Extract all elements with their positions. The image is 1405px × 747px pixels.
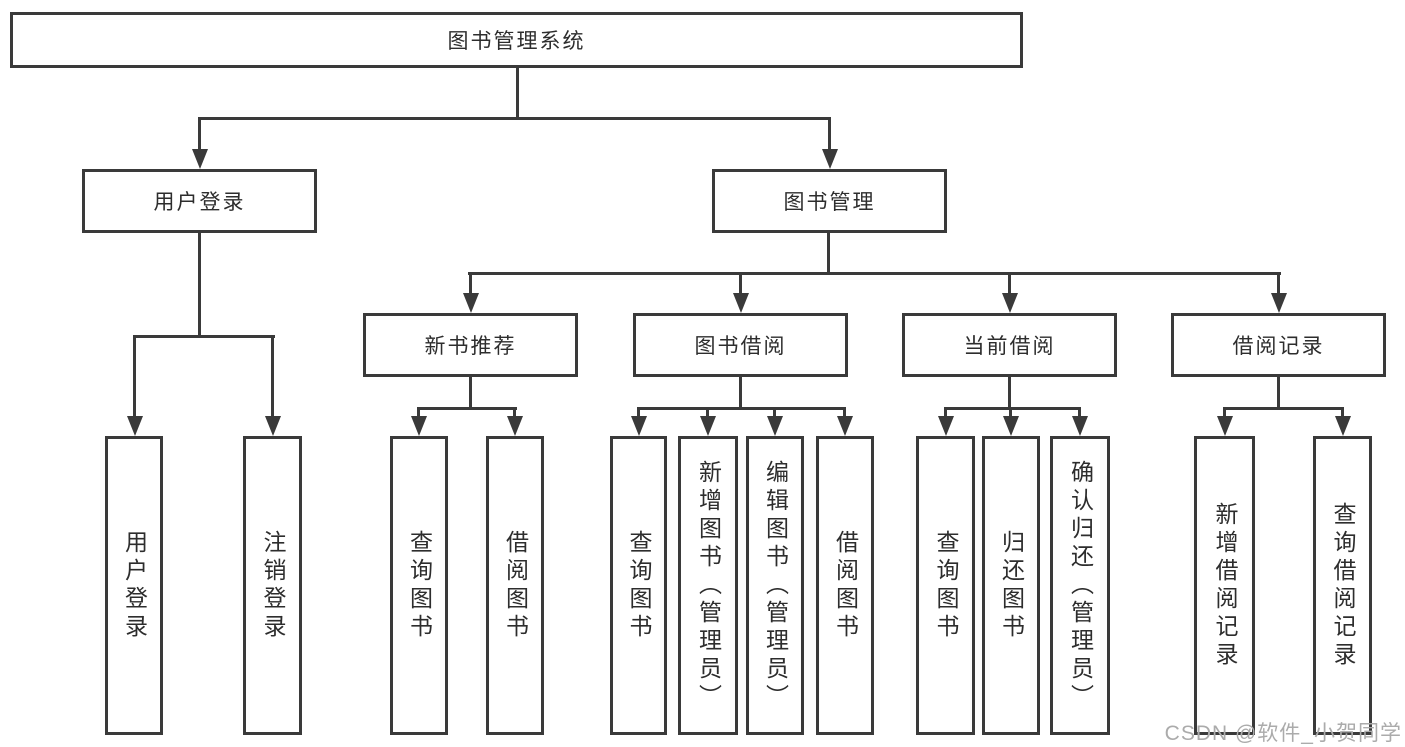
connector-line-vertical	[133, 335, 136, 418]
leaf-query-books-recommend: 查询图书	[390, 436, 448, 735]
connector-line-vertical	[469, 272, 472, 295]
connector-line-vertical	[739, 377, 742, 409]
leaf-logout: 注销登录	[243, 436, 302, 735]
connector-line-horizontal	[944, 407, 1081, 410]
node-book-management: 图书管理	[712, 169, 947, 233]
arrow-down-icon	[937, 416, 954, 436]
connector-line-horizontal	[1223, 407, 1344, 410]
arrow-down-icon	[410, 416, 427, 436]
connector-line-horizontal	[199, 117, 831, 120]
connector-line-vertical	[1277, 272, 1280, 295]
arrow-down-icon	[1216, 416, 1233, 436]
leaf-query-borrow-record: 查询借阅记录	[1313, 436, 1372, 735]
connector-line-vertical	[1008, 272, 1011, 295]
leaf-confirm-return-admin: 确认归还（管理员）	[1050, 436, 1110, 735]
connector-line-horizontal	[468, 272, 1281, 275]
connector-line-vertical	[417, 407, 420, 418]
connector-line-vertical	[1008, 377, 1011, 409]
connector-line-horizontal	[637, 407, 846, 410]
csdn-watermark: CSDN @软件_小贺同学	[1164, 722, 1402, 745]
connector-line-vertical	[198, 117, 201, 151]
arrow-down-icon	[630, 416, 647, 436]
connector-line-horizontal	[417, 407, 517, 410]
connector-line-vertical	[773, 407, 776, 418]
arrow-down-icon	[1002, 416, 1019, 436]
leaf-query-books-current: 查询图书	[916, 436, 975, 735]
arrow-down-icon	[264, 416, 281, 436]
leaf-user-login: 用户登录	[105, 436, 163, 735]
node-library-management-system: 图书管理系统	[10, 12, 1023, 68]
connector-line-vertical	[1078, 407, 1081, 418]
arrow-down-icon	[732, 293, 749, 313]
arrow-down-icon	[821, 149, 838, 169]
leaf-return-books: 归还图书	[982, 436, 1040, 735]
connector-line-vertical	[516, 66, 519, 119]
arrow-down-icon	[836, 416, 853, 436]
connector-line-vertical	[1009, 407, 1012, 418]
leaf-borrow-books: 借阅图书	[816, 436, 874, 735]
connector-line-vertical	[637, 407, 640, 418]
connector-line-vertical	[827, 233, 830, 274]
node-current-borrowing: 当前借阅	[902, 313, 1117, 377]
connector-line-vertical	[1223, 407, 1226, 418]
connector-line-vertical	[469, 377, 472, 409]
arrow-down-icon	[506, 416, 523, 436]
connector-line-vertical	[1341, 407, 1344, 418]
arrow-down-icon	[1334, 416, 1351, 436]
connector-line-vertical	[739, 272, 742, 295]
arrow-down-icon	[126, 416, 143, 436]
arrow-down-icon	[1001, 293, 1018, 313]
arrow-down-icon	[1071, 416, 1088, 436]
node-book-borrowing: 图书借阅	[633, 313, 848, 377]
connector-line-vertical	[271, 335, 274, 418]
connector-line-vertical	[828, 117, 831, 151]
arrow-down-icon	[462, 293, 479, 313]
connector-line-vertical	[513, 407, 516, 418]
connector-line-vertical	[1277, 377, 1280, 409]
leaf-query-books-borrow: 查询图书	[610, 436, 667, 735]
connector-line-vertical	[944, 407, 947, 418]
connector-line-vertical	[843, 407, 846, 418]
leaf-add-borrow-record: 新增借阅记录	[1194, 436, 1255, 735]
arrow-down-icon	[1270, 293, 1287, 313]
node-borrowing-records: 借阅记录	[1171, 313, 1386, 377]
arrow-down-icon	[191, 149, 208, 169]
leaf-add-books-admin: 新增图书（管理员）	[678, 436, 738, 735]
leaf-edit-books-admin: 编辑图书（管理员）	[746, 436, 804, 735]
connector-line-vertical	[198, 233, 201, 337]
leaf-borrow-books-recommend: 借阅图书	[486, 436, 544, 735]
node-new-book-recommendation: 新书推荐	[363, 313, 578, 377]
arrow-down-icon	[699, 416, 716, 436]
arrow-down-icon	[766, 416, 783, 436]
node-user-login: 用户登录	[82, 169, 317, 233]
connector-line-horizontal	[133, 335, 275, 338]
connector-line-vertical	[706, 407, 709, 418]
